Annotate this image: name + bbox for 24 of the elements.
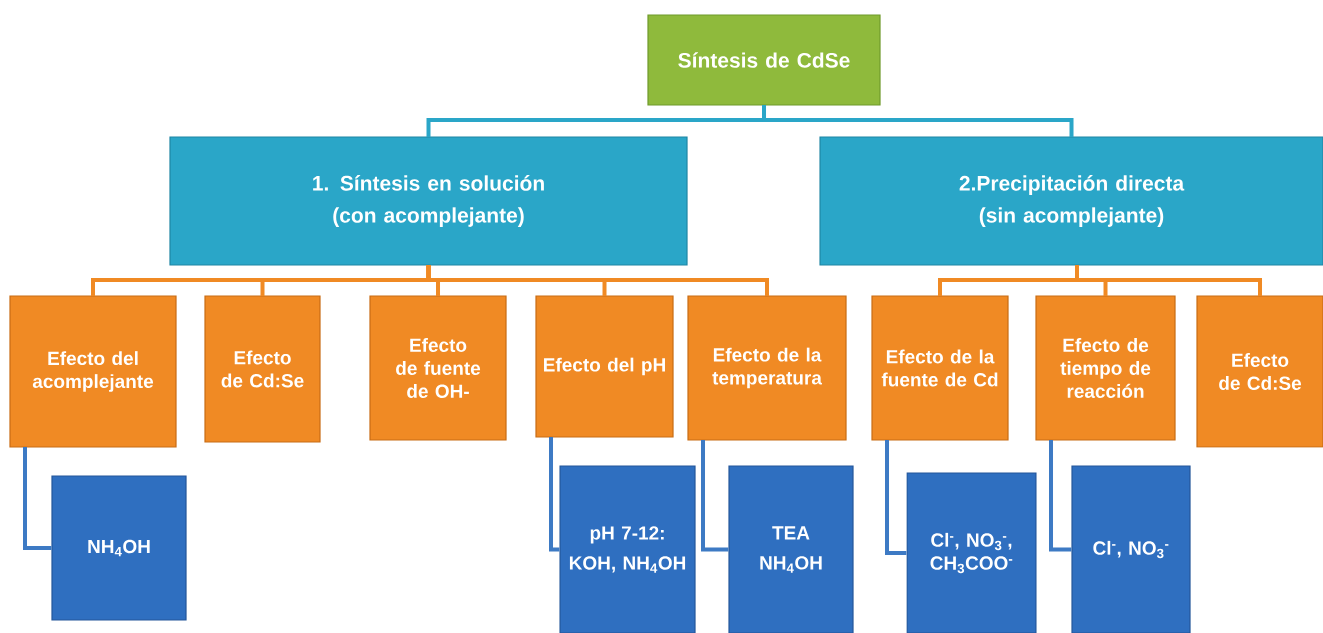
connector — [23, 447, 52, 550]
value-box: pH 7-12: KOH, NH$_{4}$OH — [559, 465, 696, 633]
effect-box: Efecto de tiempo de reacción — [1035, 295, 1176, 441]
effect-box: Efecto de la fuente de Cd — [871, 295, 1009, 441]
effect-box: Efecto de Cd:Se — [1196, 295, 1323, 448]
value-box: NH$_{4}$OH — [51, 475, 187, 621]
connector — [1075, 265, 1262, 296]
category-box: 1. Síntesis en solución (con acomplejante) — [169, 136, 688, 266]
connector — [426, 265, 769, 296]
connector — [762, 105, 1074, 137]
category-box: 2.Precipitación directa (sin acomplejante) — [819, 136, 1323, 266]
connector — [1049, 440, 1072, 552]
effect-box: Efecto de la temperatura — [687, 295, 847, 441]
value-box: TEA NH$_{4}$OH — [728, 465, 854, 633]
title-box: Síntesis de CdSe — [647, 14, 881, 106]
connector — [701, 440, 729, 552]
effect-box: Efecto de fuente de OH- — [369, 295, 507, 441]
value-box: Cl$^{-}$, NO$_{3}$- — [1071, 465, 1191, 633]
effect-box: Efecto de Cd:Se — [204, 295, 321, 443]
value-box: Cl$^{-}$, NO$_{3}$$^{-}$, CH$_{3}$COO$^{-}$ — [906, 472, 1037, 633]
effect-box: Efecto del acomplejante — [9, 295, 177, 448]
effect-box: Efecto del pH — [535, 295, 674, 438]
connector — [885, 440, 907, 555]
connector — [549, 437, 560, 552]
